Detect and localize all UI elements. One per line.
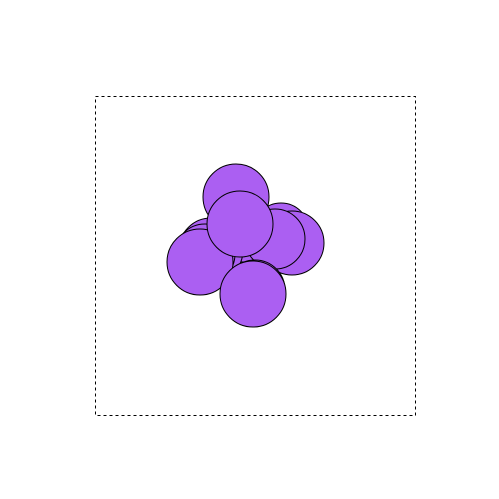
- dashed-frame: [95, 96, 416, 416]
- circle: [219, 260, 287, 328]
- circle-group: [166, 163, 325, 328]
- circle: [206, 190, 274, 258]
